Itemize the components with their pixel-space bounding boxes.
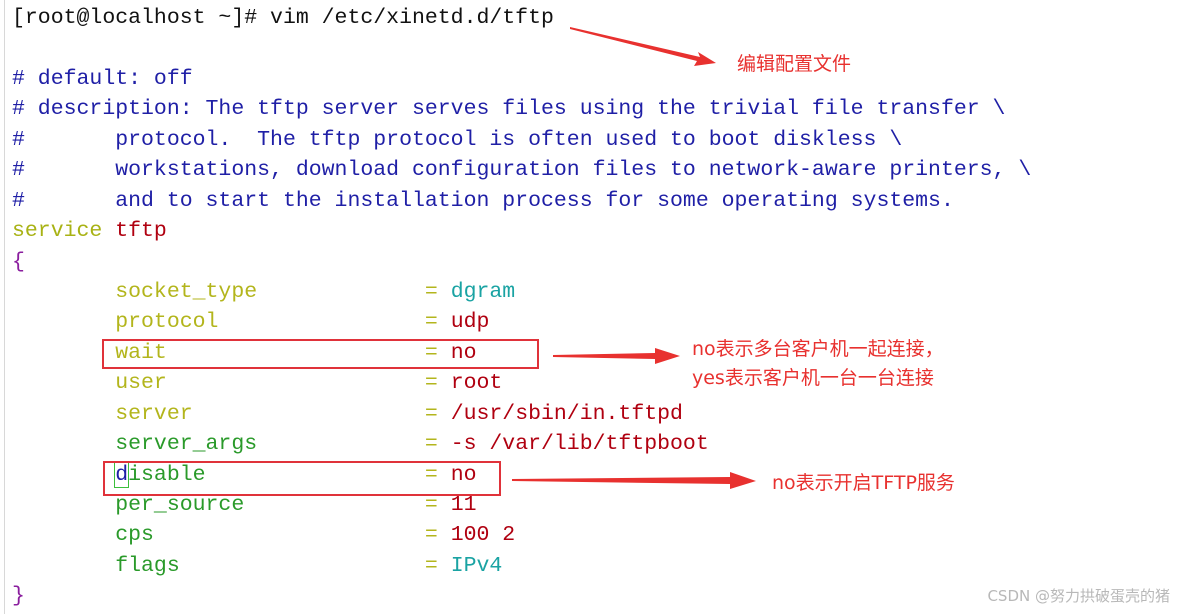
code-token: = — [424, 371, 451, 396]
code-token: root — [450, 371, 503, 396]
code-token: # and to start the installation process … — [12, 188, 954, 213]
code-token: IPv4 — [450, 553, 503, 578]
code-token: = — [424, 553, 451, 578]
code-token: 100 2 — [450, 523, 516, 548]
note-wait-2: yes表示客户机一台一台连接 — [692, 367, 934, 389]
arrow-disable — [512, 472, 756, 489]
terminal-line: # workstations, download configuration f… — [12, 155, 1031, 185]
code-token: protocol — [12, 310, 425, 335]
code-token: no — [450, 462, 477, 487]
code-token: /usr/sbin/in.tftpd — [450, 401, 683, 426]
highlight-box-wait — [102, 339, 539, 369]
code-token: no — [450, 340, 477, 365]
code-token: = — [424, 523, 451, 548]
code-token: user — [12, 371, 425, 396]
code-token: tftp — [115, 219, 167, 244]
terminal-line: server = /usr/sbin/in.tftpd — [12, 399, 1031, 429]
terminal-line: disable = no — [12, 460, 1031, 490]
terminal-line: } — [12, 581, 1031, 611]
terminal-line: server_args = -s /var/lib/tftpboot — [12, 429, 1031, 459]
terminal-vim-buffer[interactable]: [root@localhost ~]# vim /etc/xinetd.d/tf… — [12, 3, 1031, 612]
arrow-wait — [553, 348, 680, 364]
arrow-edit-config — [570, 27, 716, 66]
terminal-line: # and to start the installation process … — [12, 186, 1031, 216]
code-token: = — [424, 340, 451, 365]
terminal-line: flags = IPv4 — [12, 551, 1031, 581]
code-token: { — [12, 249, 25, 274]
code-token: 11 — [450, 493, 477, 517]
code-token: # workstations, download configuration f… — [12, 158, 1032, 183]
watermark: CSDN @努力拱破蛋壳的猪 — [987, 587, 1170, 605]
code-token: -s /var/lib/tftpboot — [450, 432, 709, 457]
code-token: dgram — [450, 279, 516, 304]
terminal-line: user = root — [12, 368, 1031, 398]
code-token: udp — [450, 310, 490, 335]
code-token: } — [12, 584, 25, 609]
text-cursor: d — [114, 461, 130, 488]
terminal-line: # protocol. The tftp protocol is often u… — [12, 125, 1031, 155]
terminal-line: service tftp — [12, 216, 1031, 246]
terminal-line: cps = 100 2 — [12, 520, 1031, 550]
code-token: [root@localhost ~]# vim /etc/xinetd.d/tf… — [12, 6, 554, 30]
window-edge — [4, 0, 5, 614]
code-token: = — [424, 462, 451, 487]
code-token: = — [424, 279, 451, 304]
terminal-line: per_source = 11 — [12, 490, 1031, 520]
terminal-line: socket_type = dgram — [12, 277, 1031, 307]
code-token: service — [12, 219, 116, 244]
code-token: # default: off — [12, 66, 193, 91]
terminal-line: protocol = udp — [12, 307, 1031, 337]
code-token: # protocol. The tftp protocol is often u… — [12, 127, 903, 152]
code-token: wait — [12, 340, 425, 365]
code-token: = — [424, 401, 451, 426]
code-token: cps — [12, 523, 425, 548]
terminal-line: # description: The tftp server serves fi… — [12, 94, 1031, 124]
code-token: isable — [128, 462, 425, 487]
code-token: # description: The tftp server serves fi… — [12, 97, 1006, 122]
code-token: socket_type — [12, 279, 425, 304]
code-token: = — [424, 493, 451, 517]
terminal-line: # default: off — [12, 64, 1031, 94]
code-token: server — [12, 401, 425, 426]
terminal-line: { — [12, 247, 1031, 277]
terminal-line: [root@localhost ~]# vim /etc/xinetd.d/tf… — [12, 3, 1031, 33]
code-token: flags — [12, 553, 425, 578]
highlight-box-disable — [103, 461, 501, 496]
code-token: per_source — [12, 493, 425, 517]
code-token: = — [424, 310, 451, 335]
terminal-line: wait = no — [12, 338, 1031, 368]
note-disable: no表示开启TFTP服务 — [772, 472, 955, 494]
code-token: = — [424, 432, 451, 457]
code-token: server_args — [12, 432, 425, 457]
note-wait-1: no表示多台客户机一起连接， — [692, 338, 944, 360]
note-edit-config: 编辑配置文件 — [737, 53, 852, 75]
